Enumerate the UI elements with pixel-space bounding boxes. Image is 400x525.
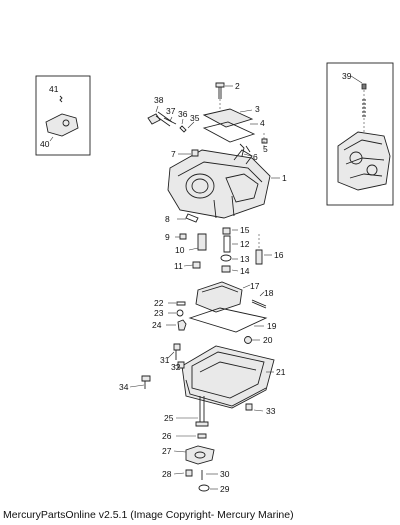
callout-16: 16 xyxy=(274,250,284,260)
callout-30: 30 xyxy=(220,469,230,479)
float-bowl-part-21: 21 31 32 33 34 xyxy=(119,343,286,416)
callout-4: 4 xyxy=(260,118,265,128)
callout-40: 40 xyxy=(40,139,50,149)
callout-41: 41 xyxy=(49,84,59,94)
callout-17: 17 xyxy=(250,281,260,291)
callout-28: 28 xyxy=(162,469,172,479)
callout-14: 14 xyxy=(240,266,250,276)
callout-10: 10 xyxy=(175,245,185,255)
callout-29: 29 xyxy=(220,484,230,494)
idle-screw-group: 38 37 36 35 xyxy=(147,95,200,133)
callout-5: 5 xyxy=(263,144,268,154)
callout-32: 32 xyxy=(171,362,181,372)
callout-2: 2 xyxy=(235,81,240,91)
callout-27: 27 xyxy=(162,446,172,456)
callout-18: 18 xyxy=(264,288,274,298)
callout-6: 6 xyxy=(253,152,258,162)
callout-22: 22 xyxy=(154,298,164,308)
callout-24: 24 xyxy=(152,320,162,330)
callout-35: 35 xyxy=(190,113,200,123)
gasket-part-4 xyxy=(202,121,256,143)
callout-20: 20 xyxy=(263,335,273,345)
callout-3: 3 xyxy=(255,104,260,114)
callout-9: 9 xyxy=(165,232,170,242)
drain-cover-part-27 xyxy=(185,445,215,465)
callout-23: 23 xyxy=(154,308,164,318)
clip-part-40 xyxy=(45,113,79,137)
callout-33: 33 xyxy=(266,406,276,416)
callout-25: 25 xyxy=(164,413,174,423)
callout-34: 34 xyxy=(119,382,129,392)
top-cover-group: 2 3 4 5 xyxy=(202,81,268,154)
cover-part-3 xyxy=(202,108,254,128)
gasket-part-19 xyxy=(188,307,268,333)
callout-37: 37 xyxy=(166,106,176,116)
carburetor-body-part-1: 1 6 7 xyxy=(167,143,287,219)
callout-19: 19 xyxy=(267,321,277,331)
inset-box-left: 41 40 xyxy=(35,75,91,156)
callout-31: 31 xyxy=(160,355,170,365)
callout-7: 7 xyxy=(171,149,176,159)
callout-21: 21 xyxy=(276,367,286,377)
callout-36: 36 xyxy=(178,109,188,119)
callout-15: 15 xyxy=(240,225,250,235)
callout-1: 1 xyxy=(282,173,287,183)
pin-part-41 xyxy=(59,95,63,103)
callout-12: 12 xyxy=(240,239,250,249)
callout-39: 39 xyxy=(342,71,352,81)
callout-8: 8 xyxy=(165,214,170,224)
float-group: 17 18 19 20 22 23 24 xyxy=(152,281,277,345)
drain-group: 25 26 27 28 29 30 xyxy=(162,396,230,494)
inset-box-right: 39 xyxy=(326,62,394,206)
jet-fittings-group: 8 9 10 11 12 13 14 15 16 xyxy=(165,213,284,276)
callout-38: 38 xyxy=(154,95,164,105)
callout-11: 11 xyxy=(174,261,183,271)
callout-26: 26 xyxy=(162,431,172,441)
image-copyright-footer: MercuryPartsOnline v2.5.1 (Image Copyrig… xyxy=(3,509,294,521)
callout-13: 13 xyxy=(240,254,250,264)
